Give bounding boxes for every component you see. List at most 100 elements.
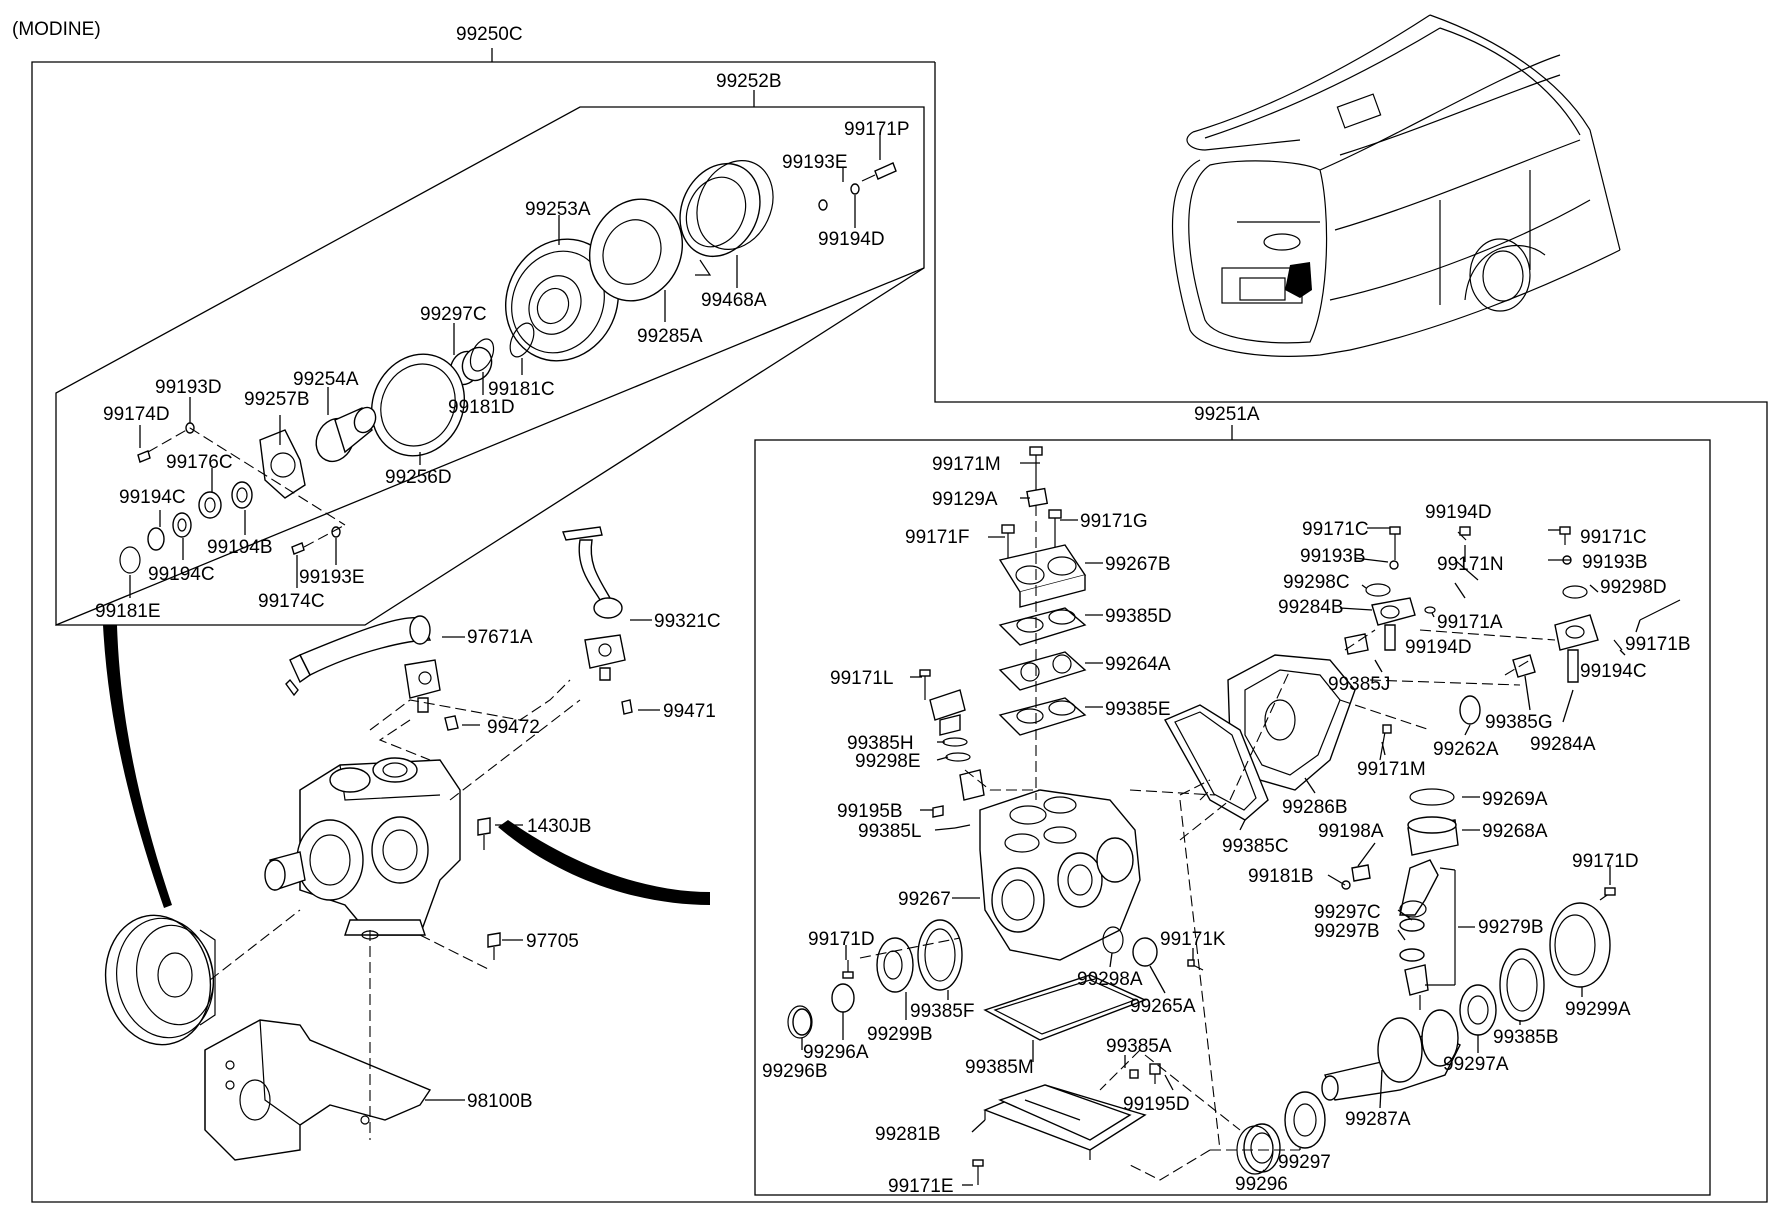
part-label: 99385L [858, 821, 921, 842]
part-label: 99267B [1105, 554, 1171, 575]
part-label: 99171G [1080, 511, 1148, 532]
part-label: 99171P [844, 119, 910, 140]
part-label: 99176C [166, 452, 233, 473]
part-label: 99194C [119, 487, 186, 508]
part-label: 99297C [1314, 902, 1381, 923]
part-label: 99193E [782, 152, 848, 173]
part-label: 99171C [1302, 519, 1369, 540]
part-label: 99298A [1077, 969, 1143, 990]
part-label: 99385A [1106, 1036, 1172, 1057]
part-label: 99264A [1105, 654, 1171, 675]
part-label: 99297A [1443, 1054, 1509, 1075]
part-label: 99194D [818, 229, 885, 250]
part-label: 97705 [526, 931, 579, 952]
part-label: 99299B [867, 1024, 933, 1045]
part-label: 99471 [663, 701, 716, 722]
compressor-internal-parts [787, 446, 1681, 1185]
part-label: 99256D [385, 467, 452, 488]
part-label: 99171L [830, 668, 893, 689]
part-label: 99262A [1433, 739, 1499, 760]
part-label: 99194C [148, 564, 215, 585]
part-label: 99171F [905, 527, 969, 548]
part-label: 99284B [1278, 597, 1344, 618]
part-label: 99321C [654, 611, 721, 632]
part-label: 99298D [1600, 577, 1667, 598]
compressor-assembly [104, 526, 633, 1161]
part-label: 99194B [207, 537, 273, 558]
part-label: 99297C [420, 304, 487, 325]
part-label: 99281B [875, 1124, 941, 1145]
part-label: 99385D [1105, 606, 1172, 627]
box-label-compressor: 99251A [1194, 404, 1260, 425]
part-label: 99195D [1123, 1094, 1190, 1115]
part-label: 99254A [293, 369, 359, 390]
part-label: 99385H [847, 733, 914, 754]
part-label: 99299A [1565, 999, 1631, 1020]
part-label: 99296A [803, 1042, 869, 1063]
part-label: 99267 [898, 889, 951, 910]
part-label: 99198A [1318, 821, 1384, 842]
bus-illustration [1171, 14, 1621, 357]
part-label: 98100B [467, 1091, 533, 1112]
part-label: 99171M [1357, 759, 1426, 780]
box-label-clutch: 99252B [716, 71, 782, 92]
part-label: 99287A [1345, 1109, 1411, 1130]
part-label: 97671A [467, 627, 533, 648]
part-label: 99468A [701, 290, 767, 311]
part-label: 99181E [95, 601, 161, 622]
part-label: 99171D [808, 929, 875, 950]
part-label: 99171C [1580, 527, 1647, 548]
clutch-parts [119, 160, 897, 574]
part-label: 99193D [155, 377, 222, 398]
part-label: 99298C [1283, 572, 1350, 593]
part-label: 99129A [932, 489, 998, 510]
part-label: 99297B [1314, 921, 1380, 942]
part-label: 99171M [932, 454, 1001, 475]
part-label: 99285A [637, 326, 703, 347]
part-label: 99296 [1235, 1174, 1288, 1195]
part-label: 99253A [525, 199, 591, 220]
part-label: 99181D [448, 397, 515, 418]
part-label: 99193B [1582, 552, 1648, 573]
part-label: 99171E [888, 1176, 954, 1197]
part-label: 99171A [1437, 612, 1503, 633]
variant-label: (MODINE) [12, 19, 101, 40]
part-label: 99181C [488, 379, 555, 400]
part-label: 99195B [837, 801, 903, 822]
part-label: 99171K [1160, 929, 1226, 950]
part-label: 99385E [1105, 699, 1171, 720]
part-label: 99385F [910, 1001, 974, 1022]
leader-lines [129, 135, 1641, 1186]
part-label: 99171B [1625, 634, 1691, 655]
part-label: 99194C [1580, 661, 1647, 682]
box-label-assembly: 99250C [456, 24, 523, 45]
part-label: 99279B [1478, 917, 1544, 938]
part-label: 1430JB [527, 816, 591, 837]
part-label: 99385M [965, 1057, 1034, 1078]
part-label: 99174D [103, 404, 170, 425]
part-label: 99296B [762, 1061, 828, 1082]
part-label: 99385C [1222, 836, 1289, 857]
part-label: 99269A [1482, 789, 1548, 810]
part-label: 99268A [1482, 821, 1548, 842]
part-label: 99298E [855, 751, 921, 772]
part-label: 99385J [1328, 674, 1390, 695]
part-label: 99472 [487, 717, 540, 738]
part-label: 99297 [1278, 1152, 1331, 1173]
part-label: 99257B [244, 389, 310, 410]
part-label: 99193E [299, 567, 365, 588]
part-label: 99171N [1437, 554, 1504, 575]
part-label: 99181B [1248, 866, 1314, 887]
part-label: 99171D [1572, 851, 1639, 872]
part-label: 99286B [1282, 797, 1348, 818]
part-label: 99193B [1300, 546, 1366, 567]
part-label: 99194D [1405, 637, 1472, 658]
part-label: 99265A [1130, 996, 1196, 1017]
part-label: 99194D [1425, 502, 1492, 523]
frames [31, 48, 1768, 1203]
part-label: 99385G [1485, 712, 1553, 733]
part-label: 99284A [1530, 734, 1596, 755]
part-label: 99385B [1493, 1027, 1559, 1048]
part-label: 99174C [258, 591, 325, 612]
